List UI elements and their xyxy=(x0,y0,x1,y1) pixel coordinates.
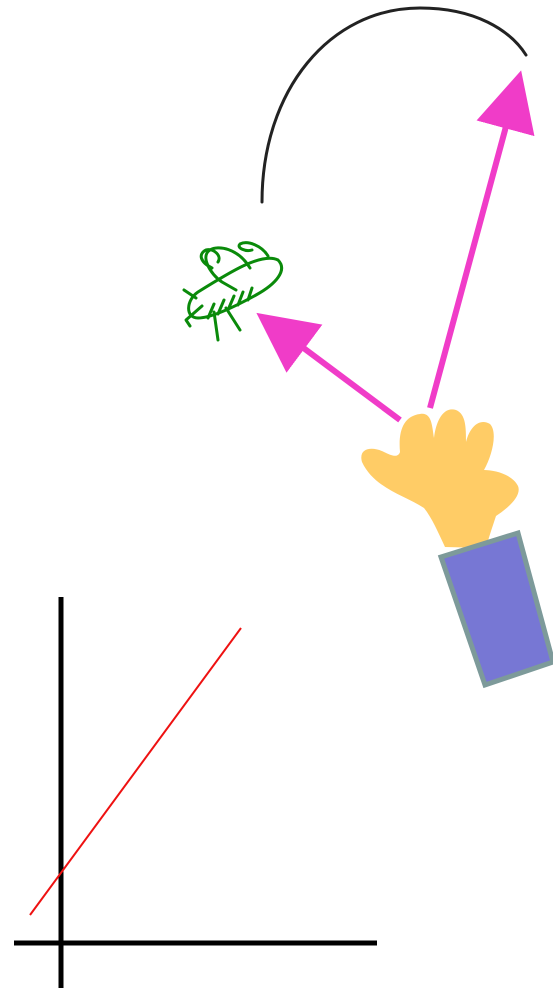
sleeve xyxy=(441,533,553,685)
arrow-to-arc-end xyxy=(430,82,518,408)
arc-trajectory xyxy=(262,8,526,202)
grasshopper-icon xyxy=(184,243,282,340)
hand-icon xyxy=(361,409,518,548)
arrow-to-grasshopper xyxy=(266,320,400,420)
